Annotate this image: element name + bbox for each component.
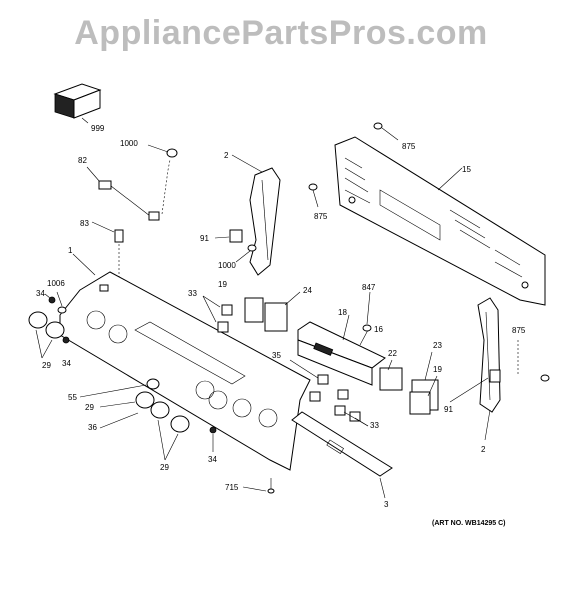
part-999-box [53,83,102,124]
callout-19-upper: 19 [218,280,227,289]
part-switches-upper [202,291,301,333]
part-29-knobs [28,311,190,461]
part-83-clip [91,221,124,285]
part-91-switch [214,229,243,243]
callout-29-c: 29 [160,463,169,472]
callout-1000-top: 1000 [120,139,138,148]
callout-1000-mid: 1000 [218,261,236,270]
part-875-screw-mid [308,183,319,208]
part-91-switch-right [449,369,501,403]
callout-83: 83 [80,219,89,228]
part-3-trim [291,411,393,499]
callout-715: 715 [225,483,239,492]
callout-24: 24 [303,286,312,295]
callout-33-lower: 33 [370,421,379,430]
callout-3: 3 [384,500,389,509]
part-35-33-buttons-lower [289,359,369,427]
part-847-screw [362,291,372,332]
callout-1: 1 [68,246,73,255]
callout-55: 55 [68,393,77,402]
callout-23: 23 [433,341,442,350]
callout-1006: 1006 [47,279,65,288]
part-875-screw-right [517,340,550,382]
callout-91-right: 91 [444,405,453,414]
watermark: AppliancePartsPros.com [74,14,488,52]
part-36-spring [99,412,139,429]
part-2-left-bracket [231,154,281,276]
callout-34-a: 34 [36,289,45,298]
part-2-right-bracket [477,297,501,441]
part-715-screw [242,478,275,494]
callout-847: 847 [362,283,376,292]
part-15-back-panel [334,136,546,306]
callout-19-right: 19 [433,365,442,374]
callout-2-left: 2 [224,151,229,160]
part-875-screw-top [373,122,399,141]
callout-34-c: 34 [208,455,217,464]
callout-875-mid: 875 [314,212,328,221]
callout-29-a: 29 [42,361,51,370]
part-switches-right [379,351,439,415]
callout-999: 999 [91,124,105,133]
part-1-control-panel [59,253,311,471]
part-18-display-board [297,314,386,386]
callout-36: 36 [88,423,97,432]
callout-34-b: 34 [62,359,71,368]
callout-22: 22 [388,349,397,358]
part-55-ring [79,378,160,398]
part-34-nuts [44,293,217,452]
callout-16: 16 [374,325,383,334]
part-82-wire-harness [86,159,171,221]
callout-18: 18 [338,308,347,317]
part-1000-screw-2 [235,244,257,263]
callout-875-top: 875 [402,142,416,151]
callout-91-left: 91 [200,234,209,243]
callout-15: 15 [462,165,471,174]
callout-2-right: 2 [481,445,486,454]
callout-33-upper: 33 [188,289,197,298]
part-1000-screw [147,144,178,158]
callout-29-b: 29 [85,403,94,412]
callout-82: 82 [78,156,87,165]
part-1006-screw [56,291,67,314]
art-number: (ART NO. WB14295 C) [432,520,506,527]
callout-35: 35 [272,351,281,360]
callout-875-right: 875 [512,326,526,335]
